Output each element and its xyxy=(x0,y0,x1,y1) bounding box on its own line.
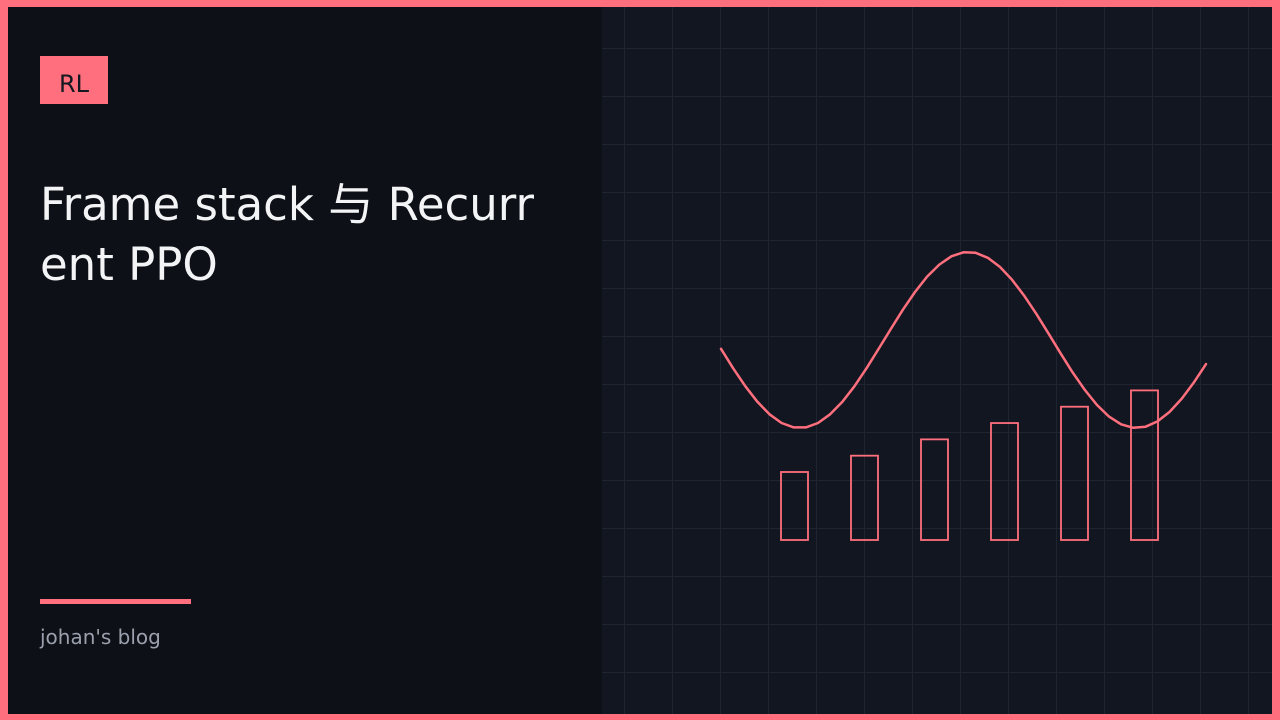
page-title: Frame stack 与 Recurrent PPO xyxy=(40,178,534,291)
accent-divider xyxy=(40,599,191,604)
bar-outline xyxy=(1060,405,1089,541)
bar-outline xyxy=(1130,389,1159,541)
bar-outline xyxy=(780,471,809,541)
wave-bars-illustration xyxy=(719,251,1208,541)
category-badge: RL xyxy=(40,56,108,104)
author-label: johan's blog xyxy=(40,625,161,649)
bar-outline xyxy=(920,438,949,541)
wave-line xyxy=(719,251,1208,430)
bar-outline xyxy=(990,422,1019,541)
bars-group xyxy=(780,389,1159,541)
grid-panel xyxy=(602,7,1272,714)
left-panel: RL Frame stack 与 Recurrent PPO johan's b… xyxy=(8,7,602,714)
bar-outline xyxy=(850,454,879,541)
